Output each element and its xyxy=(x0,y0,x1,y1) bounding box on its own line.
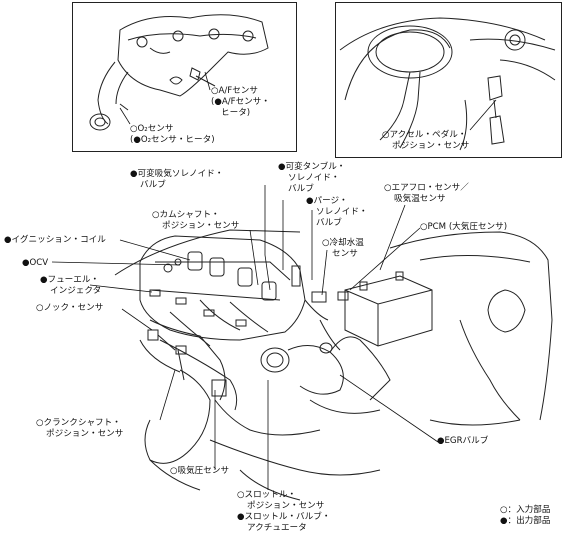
ocv-label: ●OCV xyxy=(22,258,49,268)
o2-sensor-label: ○O₂センサ (●O₂センサ・ヒータ) xyxy=(130,124,215,145)
legend-input: ○：入力部品 xyxy=(500,505,551,515)
exhaust-manifold-drawing xyxy=(89,14,269,131)
throttle-label: ○スロットル・ ポジション・センサ ●スロットル・バルブ・ アクチュエータ xyxy=(237,490,331,533)
vvt-solenoid-label: ●可変吸気ソレノイド・ バルブ xyxy=(130,169,224,190)
engine-bay-drawing xyxy=(114,229,553,501)
coolant-temp-sensor-label: ○冷却水温 センサ xyxy=(322,238,364,259)
cabin-drawing xyxy=(339,17,556,151)
inset-driver-cabin xyxy=(335,2,562,158)
af-sensor-label: ○A/Fセンサ (●A/Fセンサ・ ヒータ) xyxy=(211,86,270,118)
leader-lines xyxy=(51,71,497,490)
airflow-sensor-label: ○エアフロ・センサ／ 吸気温センサ xyxy=(384,183,469,204)
pcm-label: ○PCM (大気圧センサ) xyxy=(420,222,508,232)
fuel-injector-label: ●フューエル・ インジェクタ xyxy=(40,275,102,296)
knock-sensor-label: ○ノック・センサ xyxy=(36,303,104,313)
map-sensor-label: ○吸気圧センサ xyxy=(170,466,230,476)
legend-output: ●：出力部品 xyxy=(500,516,551,526)
camshaft-sensor-label: ○カムシャフト・ ポジション・センサ xyxy=(152,210,240,231)
crank-sensor-label: ○クランクシャフト・ ポジション・センサ xyxy=(36,418,124,439)
variable-tumble-label: ●可変タンブル・ ソレノイド・ バルブ xyxy=(278,162,346,194)
purge-solenoid-label: ●パージ・ ソレノイド・ バルブ xyxy=(306,196,368,228)
accel-pedal-sensor-label: ○アクセル・ペダル・ ポジション・センサ xyxy=(382,130,470,151)
legend: ○：入力部品 ●：出力部品 xyxy=(500,505,550,527)
ignition-coil-label: ●イグニッション・コイル xyxy=(4,235,106,245)
egr-valve-label: ●EGRバルブ xyxy=(437,436,489,446)
inset-exhaust-manifold xyxy=(72,2,297,152)
